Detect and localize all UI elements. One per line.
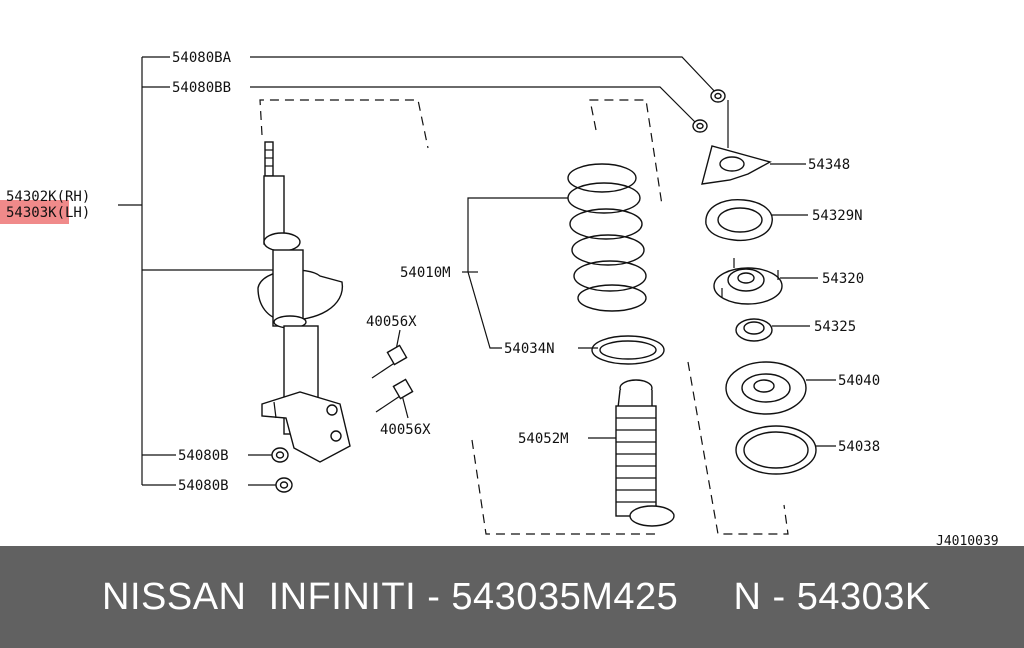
parts-diagram: 54080BA 54080BB 54302K(RH) 54303K(LH) 40… — [0, 50, 999, 546]
label-54080B-bottom: 54080B — [178, 478, 229, 494]
assembly-outlines — [259, 99, 789, 535]
label-54302K: 54302K(RH) — [6, 189, 90, 205]
upper-mount-stack — [692, 89, 817, 475]
label-54080BB: 54080BB — [172, 80, 231, 96]
label-40056X-bottom: 40056X — [380, 422, 431, 438]
label-54329N: 54329N — [812, 208, 863, 224]
footer-part-text: NISSAN INFINITI - 543035M425 N - 54303K — [102, 575, 931, 618]
part-number-footer: NISSAN INFINITI - 543035M425 N - 54303K — [0, 546, 1024, 648]
label-54010M: 54010M — [400, 265, 451, 281]
label-54080B-top: 54080B — [178, 448, 229, 464]
part-labels: 54080BA 54080BB 54302K(RH) 54303K(LH) 40… — [6, 50, 999, 546]
label-54325: 54325 — [814, 319, 856, 335]
label-54034N: 54034N — [504, 341, 555, 357]
coil-spring — [567, 163, 665, 365]
label-54080BA: 54080BA — [172, 50, 232, 66]
label-54040: 54040 — [838, 373, 880, 389]
label-54348: 54348 — [808, 157, 850, 173]
highlight-54303K — [0, 200, 69, 224]
bellows-boot — [615, 379, 675, 527]
label-54052M: 54052M — [518, 431, 569, 447]
leader-lines — [118, 56, 836, 486]
reference-code: J4010039 — [936, 534, 999, 546]
label-54320: 54320 — [822, 271, 864, 287]
label-40056X-top: 40056X — [366, 314, 417, 330]
strut-assembly — [257, 141, 414, 493]
label-54303K: 54303K(LH) — [6, 205, 90, 221]
label-54038: 54038 — [838, 439, 880, 455]
